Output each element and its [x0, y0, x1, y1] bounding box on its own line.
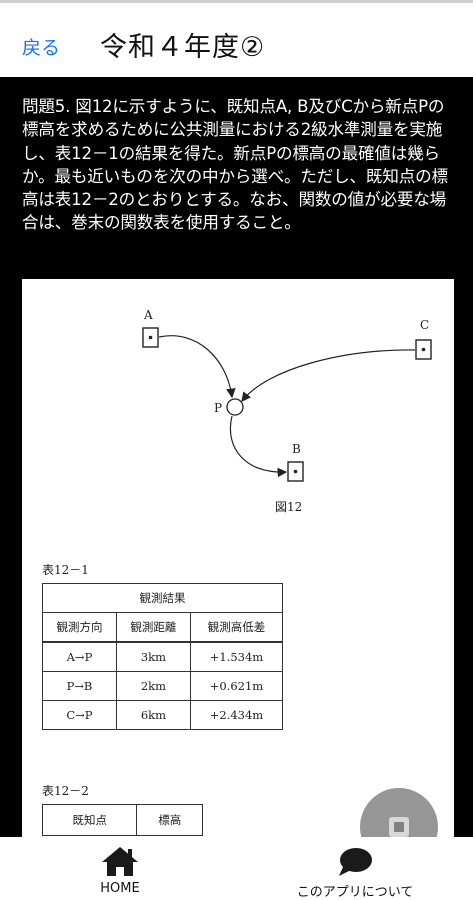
bottom-navigation: HOME このアプリについて	[0, 837, 473, 900]
table-row: C→P 6km +2.434m	[42, 700, 284, 730]
stop-icon	[389, 817, 409, 837]
point-c-dot	[421, 347, 426, 352]
table-cell: +2.434m	[189, 700, 284, 730]
known-point-table: 既知点 標高	[41, 804, 203, 836]
point-a-dot	[148, 335, 153, 340]
arrow-a-to-p	[158, 335, 236, 399]
point-b-dot	[293, 469, 298, 474]
table2-col-elevation: 標高	[136, 804, 203, 836]
point-p-label: P	[214, 401, 222, 415]
question-figure: A C P B 図12 表12－1 観測結果	[22, 279, 454, 837]
table-cell: 3km	[115, 641, 191, 672]
nav-home-label: HOME	[100, 881, 140, 896]
table-cell: +0.621m	[189, 671, 284, 701]
nav-home[interactable]: HOME	[92, 845, 148, 896]
point-b-label: B	[292, 442, 301, 456]
table-row: A→P 3km +1.534m	[42, 641, 284, 672]
table-cell: C→P	[42, 700, 117, 730]
arrow-p-to-b	[229, 415, 288, 478]
nav-about[interactable]: このアプリについて	[280, 845, 430, 900]
nav-about-label: このアプリについて	[296, 885, 414, 900]
figure-caption: 図12	[275, 500, 302, 514]
status-line	[0, 0, 473, 3]
table2-label: 表12－2	[42, 784, 89, 798]
app-header: 戻る 令和４年度②	[0, 3, 473, 77]
table1-group-header: 観測結果	[42, 583, 283, 613]
back-button[interactable]: 戻る	[22, 37, 61, 59]
table-cell: 6km	[115, 700, 191, 730]
observation-table: 観測結果 観測方向 観測距離 観測高低差 A→P 3km +1.534m P→B…	[42, 583, 284, 730]
table1-col-height-diff: 観測高低差	[189, 612, 284, 643]
table2-col-point: 既知点	[41, 804, 138, 836]
table-cell: P→B	[42, 671, 117, 701]
question-content[interactable]: 問題5. 図12に示すように、既知点A, B及びCから新点Pの標高を求めるために…	[0, 77, 473, 837]
point-a-label: A	[143, 308, 153, 322]
table-cell: 2km	[115, 671, 191, 701]
chat-bubble-icon	[339, 848, 372, 876]
survey-diagram: A C P B 図12	[142, 308, 432, 514]
table1-col-direction: 観測方向	[42, 612, 117, 643]
question-text: 問題5. 図12に示すように、既知点A, B及びCから新点Pの標高を求めるために…	[22, 97, 448, 233]
point-p-marker	[226, 398, 244, 416]
table1-label: 表12－1	[42, 563, 89, 577]
table-row: P→B 2km +0.621m	[42, 671, 284, 701]
table-cell: +1.534m	[189, 641, 284, 672]
home-icon	[102, 847, 138, 876]
point-c-label: C	[420, 318, 429, 332]
table-cell: A→P	[42, 641, 117, 672]
page-title: 令和４年度②	[100, 32, 266, 63]
arrow-c-to-p	[241, 349, 416, 402]
table1-col-distance: 観測距離	[115, 612, 191, 643]
